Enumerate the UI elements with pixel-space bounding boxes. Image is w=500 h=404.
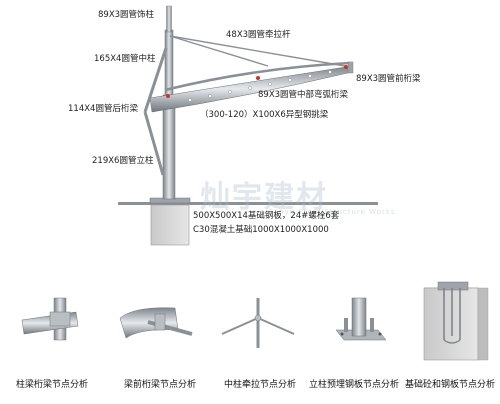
label-rear-beam: 114X4圆管后桁梁 <box>68 104 138 114</box>
pull-rod-2 <box>169 35 346 67</box>
rear-brace <box>143 47 168 113</box>
detail-2-graphic <box>119 307 193 339</box>
detail-3-graphic <box>221 298 295 348</box>
label-pull-rod: 48X3圆管牵拉杆 <box>226 30 291 40</box>
label-front-beam: 89X3圆管前桁梁 <box>356 74 421 84</box>
mid-arc-beam <box>164 61 351 92</box>
label-top-post: 89X3圆管饰柱 <box>98 10 155 20</box>
caption-detail-2: 梁前桁梁节点分析 <box>123 380 196 390</box>
label-special-beam: （300-120）X100X6异型钢挑梁 <box>200 110 329 120</box>
caption-detail-1: 柱梁桁梁节点分析 <box>15 380 88 390</box>
caption-detail-5: 基础砼和钢板节点分析 <box>404 380 495 390</box>
detail-5-graphic <box>423 281 489 361</box>
top-post <box>166 5 172 33</box>
ground-line <box>118 202 378 205</box>
label-column: 219X6圆管立柱 <box>92 156 154 166</box>
label-middle-post: 165X4圆管中柱 <box>94 54 156 64</box>
rear-brace-lower <box>143 111 165 176</box>
label-base-plate: 500X500X14基础钢板，24#螺栓6套 <box>193 211 340 221</box>
caption-detail-3: 中柱牵拉节点分析 <box>223 380 296 390</box>
watermark-sub: Canyu Steel Structure Works <box>268 208 396 216</box>
front-beam-end <box>347 61 354 74</box>
main-column <box>162 94 176 200</box>
concrete-foundation <box>150 204 190 246</box>
detail-4-graphic <box>335 297 387 341</box>
beam-holes <box>188 70 332 102</box>
detail-1-graphic <box>21 297 79 341</box>
label-foundation: C30混凝土基础1000X1000X1000 <box>193 225 329 235</box>
joint-marker-3 <box>344 65 348 69</box>
joint-marker-1 <box>166 94 170 98</box>
pull-rod-1 <box>169 35 269 67</box>
joint-marker-2 <box>256 76 260 80</box>
caption-detail-4: 立柱预埋钢板节点分析 <box>308 380 399 390</box>
watermark: 灿宇建材 <box>200 180 328 215</box>
label-mid-arc-beam: 89X3圆管中部弯弧桁梁 <box>258 90 349 100</box>
